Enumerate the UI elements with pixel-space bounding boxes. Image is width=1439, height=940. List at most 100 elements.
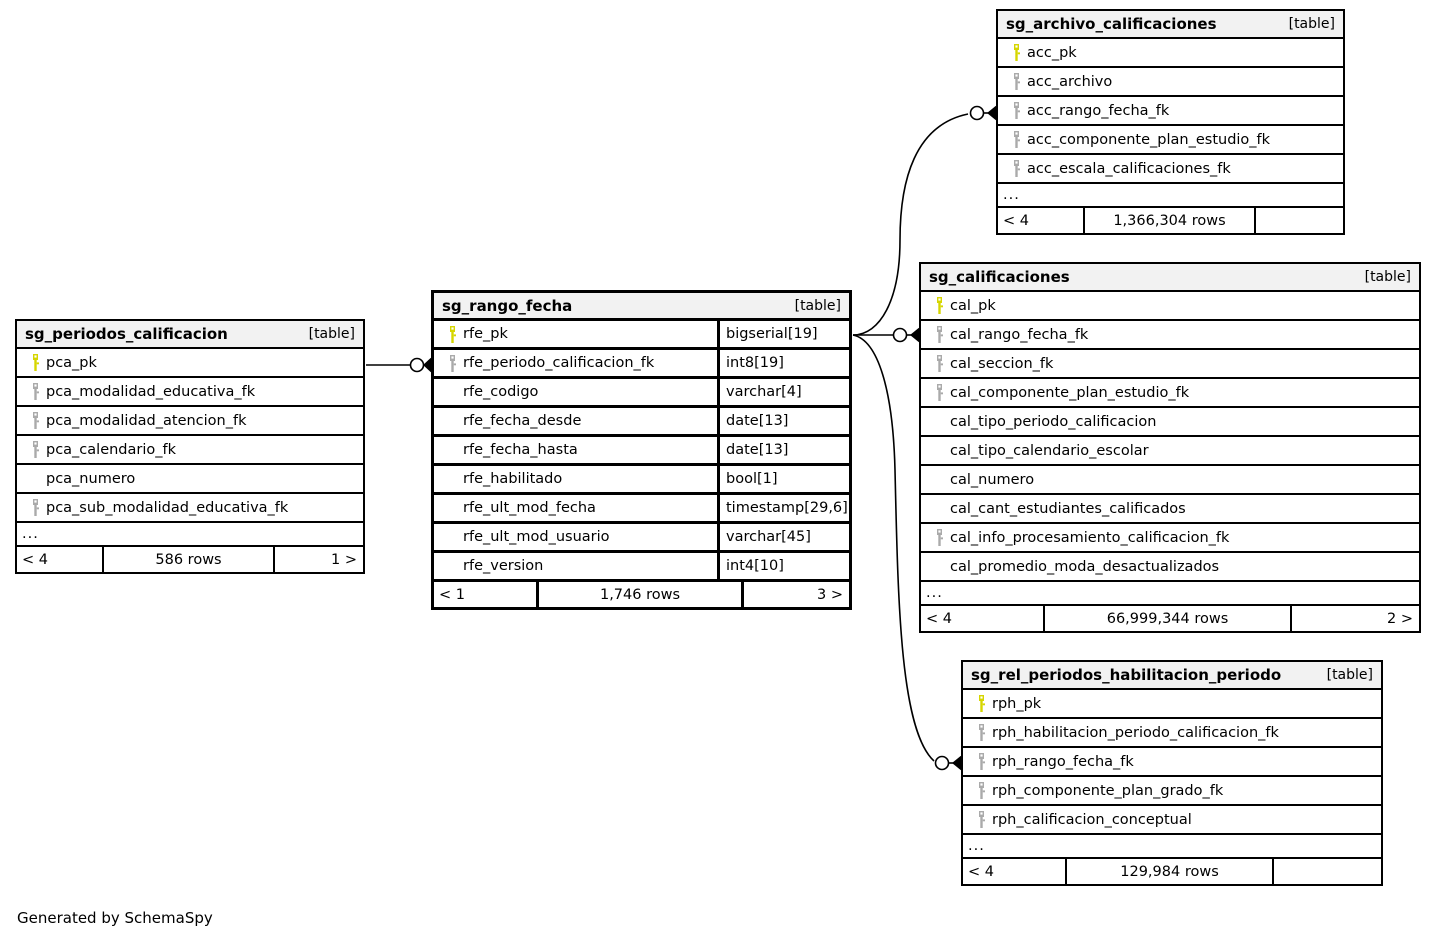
footer-next-link[interactable] bbox=[1256, 208, 1343, 233]
column-type: int4[10] bbox=[717, 553, 849, 579]
table-type-tag: [table] bbox=[1326, 667, 1373, 683]
foreign-key-icon bbox=[928, 529, 950, 546]
column-row[interactable]: rfe_version int4[10] bbox=[434, 553, 849, 582]
column-name: rph_pk bbox=[992, 695, 1042, 712]
column-row[interactable]: pca_numero bbox=[17, 465, 363, 494]
footer-next-link[interactable]: 1 > bbox=[331, 551, 357, 568]
table-sg_rel_periodos_habilitacion_periodo[interactable]: sg_rel_periodos_habilitacion_periodo[tab… bbox=[961, 660, 1383, 886]
column-name: rph_rango_fecha_fk bbox=[992, 753, 1134, 770]
column-name: cal_promedio_moda_desactualizados bbox=[950, 558, 1220, 575]
table-header[interactable]: sg_rel_periodos_habilitacion_periodo[tab… bbox=[963, 662, 1381, 690]
foreign-key-icon bbox=[24, 499, 46, 516]
column-name-cell: cal_numero bbox=[921, 466, 1419, 493]
column-name-cell: acc_escala_calificaciones_fk bbox=[998, 155, 1343, 182]
table-header[interactable]: sg_periodos_calificacion[table] bbox=[17, 321, 363, 349]
footer-prev-link[interactable]: < 4 bbox=[968, 863, 994, 880]
column-row[interactable]: rph_componente_plan_grado_fk bbox=[963, 777, 1381, 806]
column-name-cell: pca_modalidad_atencion_fk bbox=[17, 407, 363, 434]
column-type: bigserial[19] bbox=[717, 321, 849, 347]
footer-prev-link[interactable]: < 4 bbox=[1003, 212, 1029, 229]
column-name: rfe_version bbox=[463, 558, 544, 574]
column-row[interactable]: acc_escala_calificaciones_fk bbox=[998, 155, 1343, 184]
column-row[interactable]: rfe_periodo_calificacion_fk int8[19] bbox=[434, 350, 849, 379]
column-row[interactable]: cal_tipo_periodo_calificacion bbox=[921, 408, 1419, 437]
column-row[interactable]: cal_cant_estudiantes_calificados bbox=[921, 495, 1419, 524]
footer-next-link[interactable]: 2 > bbox=[1387, 610, 1413, 627]
column-name-cell: cal_tipo_periodo_calificacion bbox=[921, 408, 1419, 435]
column-row[interactable]: cal_rango_fecha_fk bbox=[921, 321, 1419, 350]
primary-key-icon bbox=[928, 297, 950, 314]
column-row[interactable]: acc_componente_plan_estudio_fk bbox=[998, 126, 1343, 155]
column-name-cell: pca_calendario_fk bbox=[17, 436, 363, 463]
footer-prev-link[interactable]: < 1 bbox=[439, 586, 465, 603]
column-row[interactable]: rph_habilitacion_periodo_calificacion_fk bbox=[963, 719, 1381, 748]
foreign-key-icon bbox=[970, 782, 992, 799]
column-row[interactable]: rph_pk bbox=[963, 690, 1381, 719]
table-name: sg_rango_fecha bbox=[442, 296, 573, 315]
column-row[interactable]: cal_promedio_moda_desactualizados bbox=[921, 553, 1419, 582]
table-type-tag: [table] bbox=[1288, 16, 1335, 32]
column-name: cal_info_procesamiento_calificacion_fk bbox=[950, 529, 1230, 546]
column-name-cell: cal_componente_plan_estudio_fk bbox=[921, 379, 1419, 406]
column-row[interactable]: rph_calificacion_conceptual bbox=[963, 806, 1381, 835]
column-name: cal_numero bbox=[950, 471, 1035, 488]
column-name: rfe_habilitado bbox=[463, 471, 563, 487]
column-row[interactable]: acc_archivo bbox=[998, 68, 1343, 97]
column-name: acc_archivo bbox=[1027, 73, 1113, 90]
table-name: sg_archivo_calificaciones bbox=[1006, 15, 1217, 33]
footer-prev-link[interactable]: < 4 bbox=[926, 610, 952, 627]
column-row[interactable]: cal_pk bbox=[921, 292, 1419, 321]
column-row[interactable]: rph_rango_fecha_fk bbox=[963, 748, 1381, 777]
column-row[interactable]: acc_pk bbox=[998, 39, 1343, 68]
table-header[interactable]: sg_rango_fecha[table] bbox=[434, 293, 849, 321]
column-name: acc_rango_fecha_fk bbox=[1027, 102, 1170, 119]
column-row[interactable]: cal_seccion_fk bbox=[921, 350, 1419, 379]
column-name-cell: rfe_fecha_hasta bbox=[434, 437, 717, 463]
more-columns-indicator[interactable]: ... bbox=[998, 184, 1343, 208]
more-columns-indicator[interactable]: ... bbox=[921, 582, 1419, 606]
column-row[interactable]: pca_calendario_fk bbox=[17, 436, 363, 465]
column-name: cal_cant_estudiantes_calificados bbox=[950, 500, 1186, 517]
more-columns-indicator[interactable]: ... bbox=[963, 835, 1381, 859]
table-header[interactable]: sg_archivo_calificaciones [table] bbox=[998, 11, 1343, 39]
column-row[interactable]: pca_modalidad_educativa_fk bbox=[17, 378, 363, 407]
column-type: int8[19] bbox=[717, 350, 849, 376]
more-columns-indicator[interactable]: ... bbox=[17, 523, 363, 547]
footer-next-link[interactable]: 3 > bbox=[817, 586, 843, 603]
column-name: rfe_periodo_calificacion_fk bbox=[463, 355, 655, 371]
column-name: pca_modalidad_educativa_fk bbox=[46, 383, 256, 400]
footer-row-count: 129,984 rows bbox=[1065, 859, 1274, 884]
column-name: cal_tipo_calendario_escolar bbox=[950, 442, 1149, 459]
column-row[interactable]: pca_pk bbox=[17, 349, 363, 378]
footer-prev-link[interactable]: < 4 bbox=[22, 551, 48, 568]
foreign-key-icon bbox=[928, 384, 950, 401]
column-row[interactable]: pca_sub_modalidad_educativa_fk bbox=[17, 494, 363, 523]
table-header[interactable]: sg_calificaciones[table] bbox=[921, 264, 1419, 292]
column-row[interactable]: cal_numero bbox=[921, 466, 1419, 495]
column-type: varchar[4] bbox=[717, 379, 849, 405]
column-row[interactable]: pca_modalidad_atencion_fk bbox=[17, 407, 363, 436]
column-row[interactable]: cal_componente_plan_estudio_fk bbox=[921, 379, 1419, 408]
column-row[interactable]: cal_tipo_calendario_escolar bbox=[921, 437, 1419, 466]
column-row[interactable]: cal_info_procesamiento_calificacion_fk bbox=[921, 524, 1419, 553]
column-name-cell: pca_numero bbox=[17, 465, 363, 492]
column-name: rfe_fecha_hasta bbox=[463, 442, 578, 458]
column-name: rfe_fecha_desde bbox=[463, 413, 582, 429]
footer-next-link[interactable] bbox=[1274, 859, 1381, 884]
column-name-cell: rph_pk bbox=[963, 690, 1381, 717]
column-name: pca_calendario_fk bbox=[46, 441, 177, 458]
column-name-cell: rfe_version bbox=[434, 553, 717, 579]
column-row[interactable]: acc_rango_fecha_fk bbox=[998, 97, 1343, 126]
